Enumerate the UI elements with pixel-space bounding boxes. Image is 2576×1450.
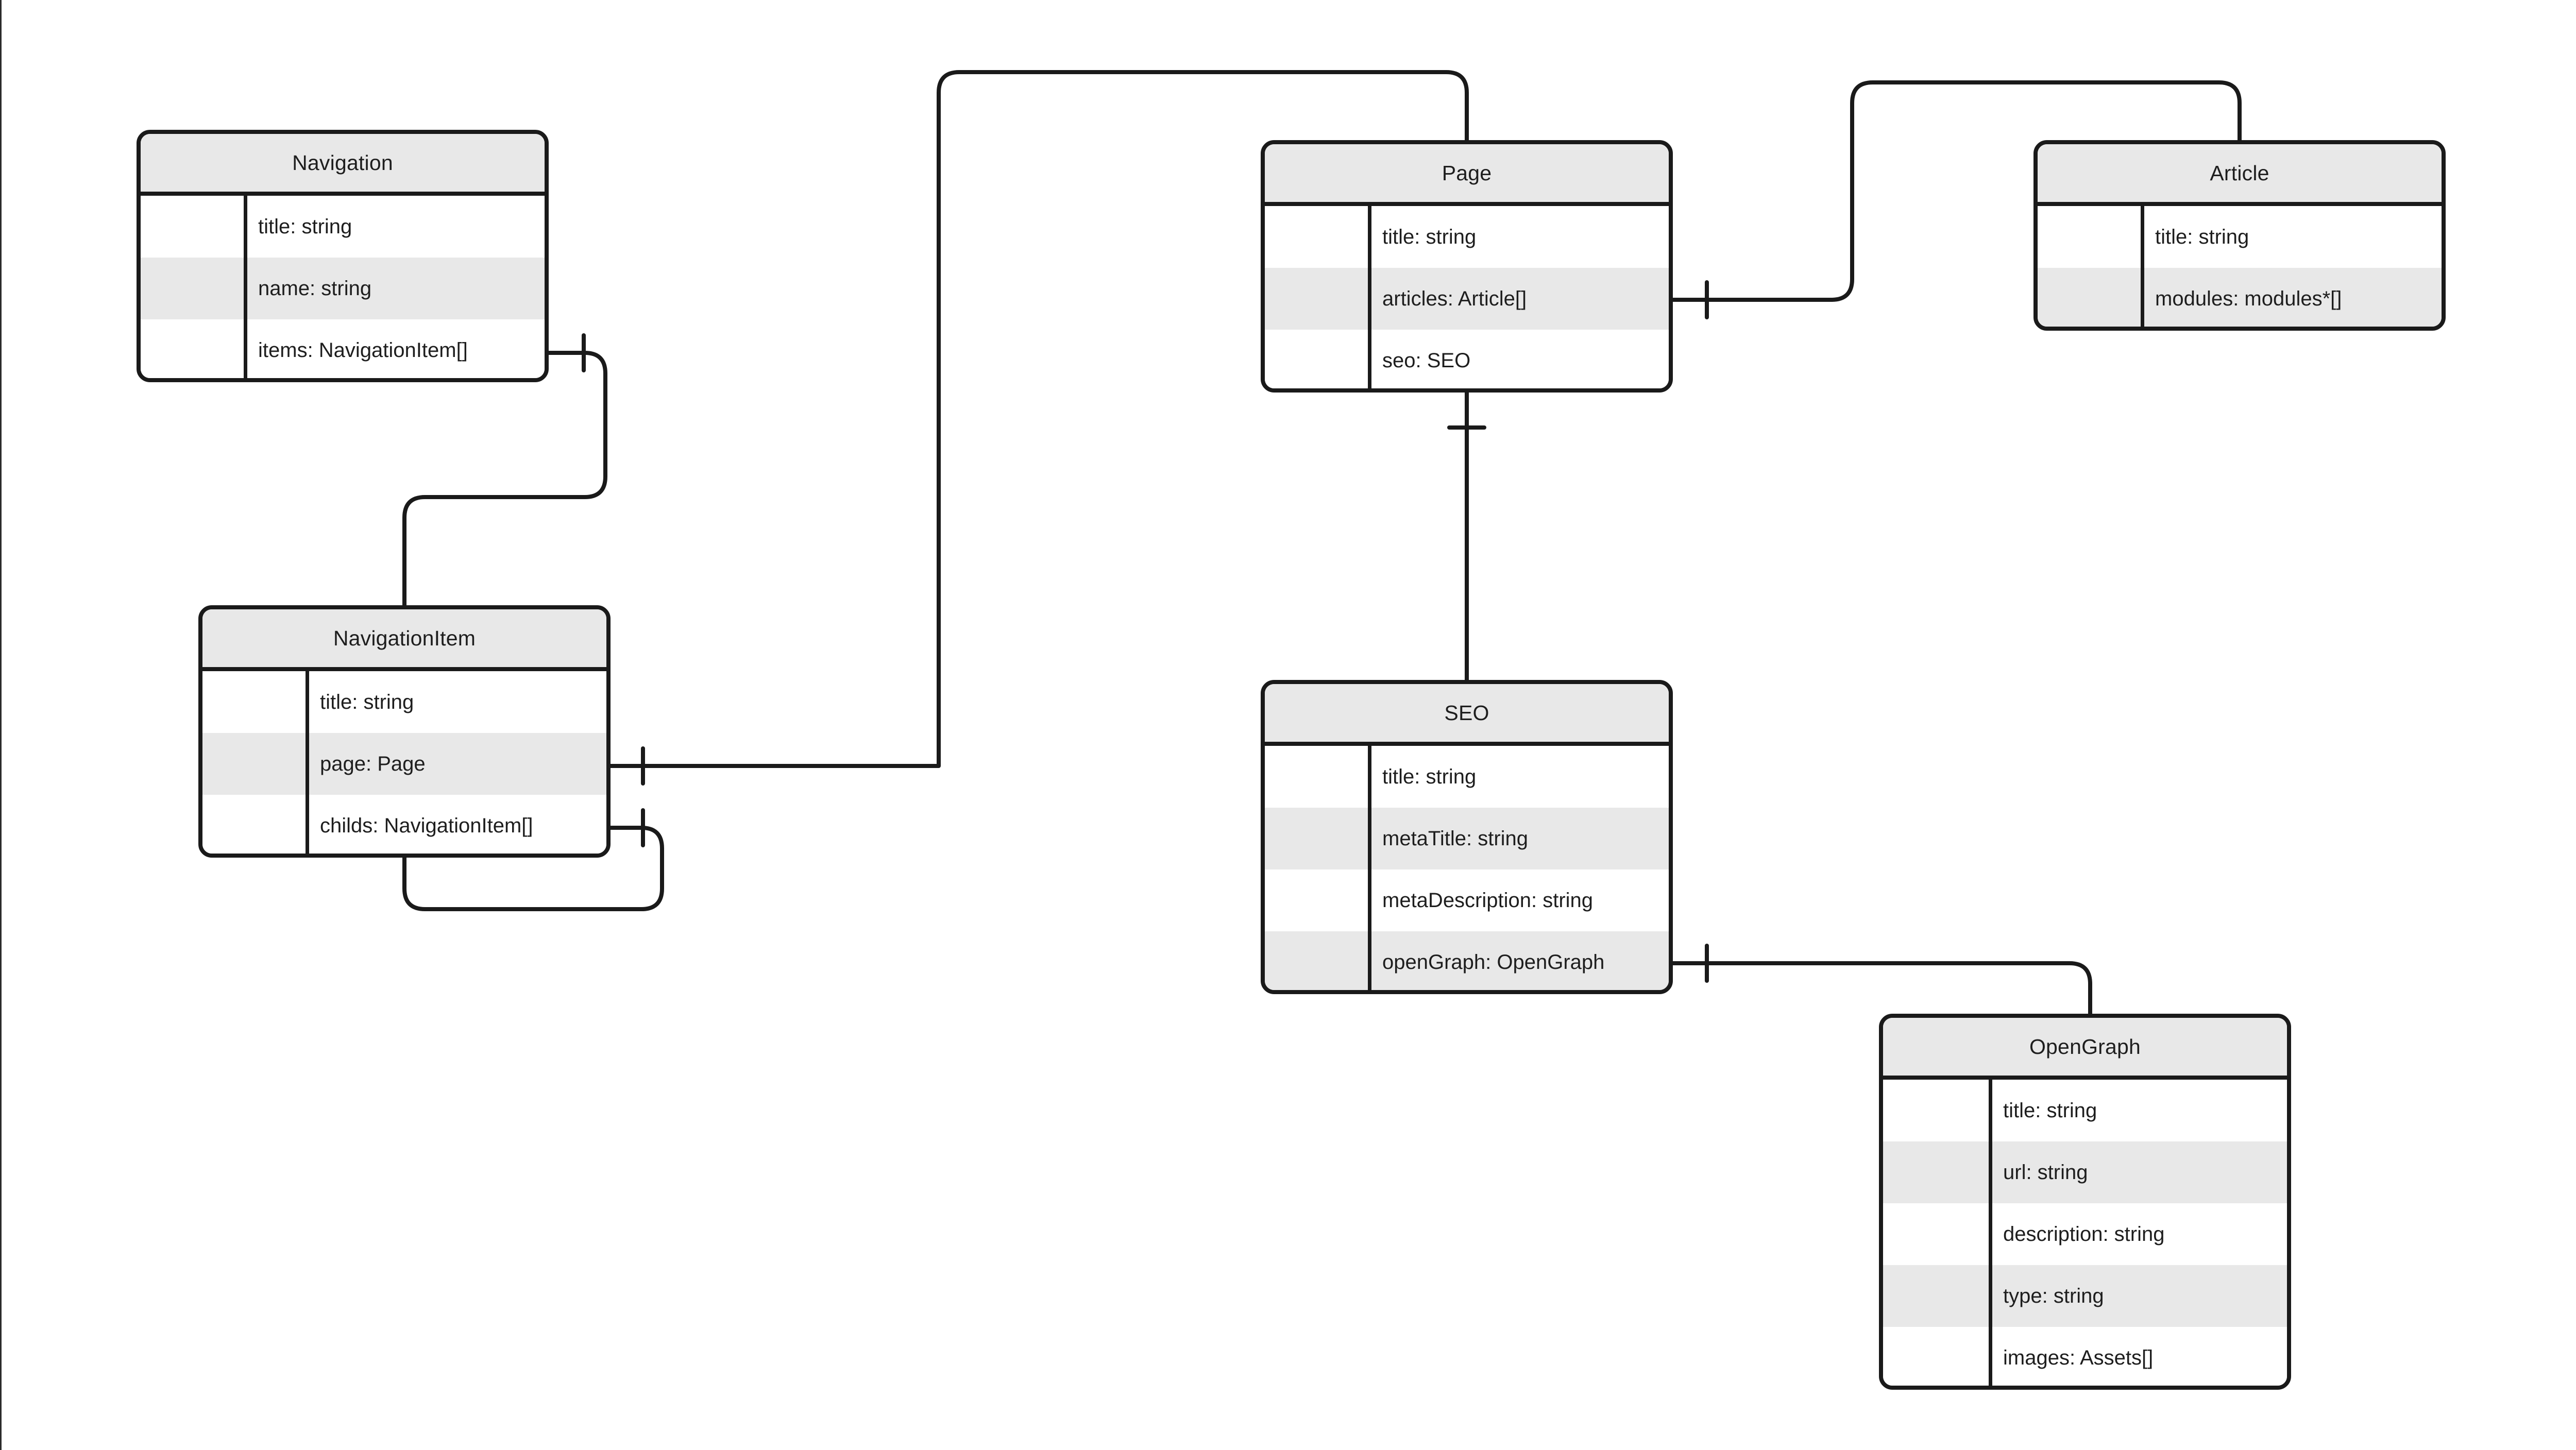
entity-header-opengraph: OpenGraph bbox=[1883, 1018, 2287, 1080]
attribute-row[interactable]: title: string bbox=[141, 196, 545, 258]
attribute-row[interactable]: title: string bbox=[1883, 1080, 2287, 1141]
attribute-key-cell bbox=[1883, 1327, 1989, 1386]
attribute-row[interactable]: images: Assets[] bbox=[1883, 1327, 2287, 1386]
entity-title: Article bbox=[2210, 161, 2269, 185]
attribute-label: title: string bbox=[2003, 1099, 2097, 1122]
attribute-row[interactable]: page: Page bbox=[202, 733, 606, 795]
attribute-key-cell bbox=[141, 319, 244, 378]
attribute-label: title: string bbox=[258, 215, 352, 238]
attribute-label: seo: SEO bbox=[1382, 349, 1471, 372]
entity-body-navigationitem: title: string page: Page childs: Navigatio… bbox=[202, 671, 606, 854]
attribute-row[interactable]: articles: Article[] bbox=[1265, 268, 1669, 330]
attribute-label: type: string bbox=[2003, 1285, 2104, 1307]
attribute-key-cell bbox=[202, 795, 306, 854]
entity-title: OpenGraph bbox=[2029, 1034, 2141, 1059]
attribute-row[interactable]: type: string bbox=[1883, 1265, 2287, 1327]
attribute-key-cell bbox=[1883, 1203, 1989, 1265]
entity-title: Page bbox=[1442, 161, 1492, 185]
attribute-label: url: string bbox=[2003, 1161, 2088, 1184]
entity-title: NavigationItem bbox=[333, 626, 476, 650]
attribute-row[interactable]: description: string bbox=[1883, 1203, 2287, 1265]
attribute-row[interactable]: modules: modules*[] bbox=[2038, 268, 2442, 327]
attribute-label: openGraph: OpenGraph bbox=[1382, 951, 1605, 974]
relationship-edge-navigation-items-to-navigationitem[interactable] bbox=[402, 351, 607, 605]
attribute-row[interactable]: title: string bbox=[2038, 206, 2442, 268]
attribute-label: title: string bbox=[2155, 226, 2249, 248]
entity-body-navigation: title: string name: string items: Navigati… bbox=[141, 196, 545, 378]
attribute-key-cell bbox=[1883, 1265, 1989, 1327]
attribute-row[interactable]: openGraph: OpenGraph bbox=[1265, 931, 1669, 990]
attribute-label: name: string bbox=[258, 277, 372, 300]
attribute-label: title: string bbox=[1382, 226, 1477, 248]
attribute-key-cell bbox=[1883, 1080, 1989, 1141]
attribute-key-cell bbox=[1265, 931, 1368, 990]
attribute-key-cell bbox=[141, 258, 244, 319]
entity-article[interactable]: Article title: string modules: modules*[] bbox=[2033, 140, 2446, 331]
attribute-label: childs: NavigationItem[] bbox=[320, 814, 533, 837]
attribute-label: title: string bbox=[1382, 765, 1477, 788]
entity-header-page: Page bbox=[1265, 144, 1669, 206]
key-column-divider bbox=[244, 196, 247, 378]
attribute-row[interactable]: url: string bbox=[1883, 1141, 2287, 1203]
entity-navigationitem[interactable]: NavigationItem title: string page: Page chi… bbox=[198, 605, 611, 858]
attribute-label: images: Assets[] bbox=[2003, 1346, 2154, 1369]
entity-header-navigation: Navigation bbox=[141, 134, 545, 196]
key-column-divider bbox=[306, 671, 309, 854]
attribute-label: articles: Article[] bbox=[1382, 287, 1527, 310]
entity-header-navigationitem: NavigationItem bbox=[202, 609, 606, 671]
key-column-divider bbox=[1368, 206, 1371, 388]
attribute-label: metaDescription: string bbox=[1382, 889, 1594, 912]
attribute-row[interactable]: metaTitle: string bbox=[1265, 808, 1669, 869]
entity-page[interactable]: Page title: string articles: Article[] seo:… bbox=[1261, 140, 1673, 393]
attribute-key-cell bbox=[1265, 206, 1368, 268]
attribute-row[interactable]: title: string bbox=[202, 671, 606, 733]
key-column-divider bbox=[1368, 746, 1371, 990]
entity-body-page: title: string articles: Article[] seo: SEO bbox=[1265, 206, 1669, 388]
relationship-edge-seo-opengraph-to-opengraph[interactable] bbox=[1673, 961, 2092, 1014]
entity-body-opengraph: title: string url: string description: str… bbox=[1883, 1080, 2287, 1386]
key-column-divider bbox=[2141, 206, 2144, 327]
entity-header-article: Article bbox=[2038, 144, 2442, 206]
canvas-left-edge-rule bbox=[0, 0, 2, 1450]
attribute-key-cell bbox=[1265, 869, 1368, 931]
attribute-key-cell bbox=[1265, 808, 1368, 869]
attribute-label: page: Page bbox=[320, 753, 426, 775]
attribute-key-cell bbox=[141, 196, 244, 258]
attribute-row[interactable]: title: string bbox=[1265, 206, 1669, 268]
key-column-divider bbox=[1989, 1080, 1992, 1386]
entity-title: SEO bbox=[1444, 701, 1489, 725]
entity-seo[interactable]: SEO title: string metaTitle: string metaDes… bbox=[1261, 680, 1673, 994]
attribute-row[interactable]: items: NavigationItem[] bbox=[141, 319, 545, 378]
attribute-key-cell bbox=[2038, 206, 2141, 268]
entity-header-seo: SEO bbox=[1265, 684, 1669, 746]
attribute-label: items: NavigationItem[] bbox=[258, 339, 468, 362]
attribute-label: description: string bbox=[2003, 1223, 2165, 1246]
attribute-key-cell bbox=[202, 671, 306, 733]
attribute-row[interactable]: name: string bbox=[141, 258, 545, 319]
attribute-label: title: string bbox=[320, 691, 414, 713]
attribute-key-cell bbox=[1883, 1141, 1989, 1203]
attribute-label: modules: modules*[] bbox=[2155, 287, 2342, 310]
entity-opengraph[interactable]: OpenGraph title: string url: string descrip… bbox=[1879, 1014, 2291, 1390]
attribute-key-cell bbox=[1265, 746, 1368, 808]
entity-body-article: title: string modules: modules*[] bbox=[2038, 206, 2442, 327]
attribute-key-cell bbox=[202, 733, 306, 795]
attribute-row[interactable]: childs: NavigationItem[] bbox=[202, 795, 606, 854]
attribute-key-cell bbox=[1265, 268, 1368, 330]
attribute-row[interactable]: title: string bbox=[1265, 746, 1669, 808]
attribute-label: metaTitle: string bbox=[1382, 827, 1529, 850]
entity-body-seo: title: string metaTitle: string metaDescri… bbox=[1265, 746, 1669, 990]
attribute-key-cell bbox=[2038, 268, 2141, 327]
entity-title: Navigation bbox=[292, 150, 393, 175]
entity-navigation[interactable]: Navigation title: string name: string items… bbox=[137, 130, 549, 382]
attribute-key-cell bbox=[1265, 330, 1368, 388]
attribute-row[interactable]: seo: SEO bbox=[1265, 330, 1669, 388]
attribute-row[interactable]: metaDescription: string bbox=[1265, 869, 1669, 931]
